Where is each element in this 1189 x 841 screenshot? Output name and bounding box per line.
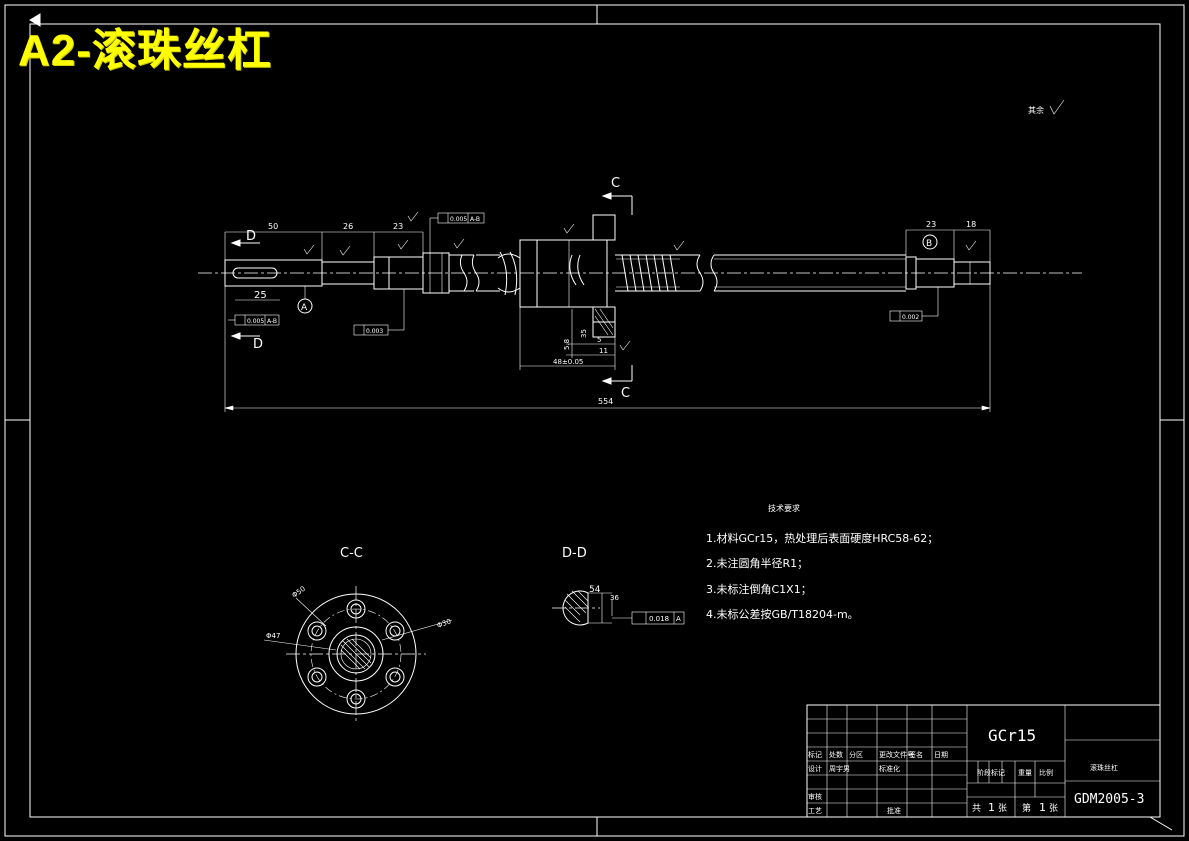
tb-drawing-no: GDM2005-3: [1074, 792, 1144, 807]
fcf-perp-right: 0.002: [889, 287, 939, 322]
title-block: GCr15 滚珠丝杠 GDM2005-3 标记 处数 分区 更改文件号 签名 日…: [806, 704, 1161, 818]
roughness-note: 其余: [1028, 105, 1044, 115]
svg-text:阶段标记: 阶段标记: [977, 768, 1005, 777]
svg-text:工艺: 工艺: [808, 807, 822, 815]
technical-requirements: 技术要求 1.材料GCr15，热处理后表面硬度HRC58-62； 2.未注圆角半…: [706, 503, 938, 621]
right-thread: [615, 254, 906, 292]
drawing-title-overlay: A2-滚珠丝杠: [18, 26, 272, 75]
svg-text:批准: 批准: [887, 806, 901, 815]
svg-text:日期: 日期: [934, 751, 948, 759]
main-shaft-view: 50 26 23 23 18 25 554 48±0.05 5.8 35 5: [198, 176, 1082, 412]
svg-text:1: 1: [988, 801, 995, 814]
tech-req-item-3: 3.未标注倒角C1X1；: [706, 582, 812, 596]
orientation-mark-bottom-right: [1149, 816, 1173, 831]
shaft-shoulder: [422, 252, 450, 294]
svg-text:设计: 设计: [808, 764, 822, 773]
svg-text:分区: 分区: [849, 750, 863, 759]
datum-bubble-a: A: [301, 303, 308, 313]
svg-text:审核: 审核: [808, 792, 822, 801]
fcf-perp-left: 0.003: [353, 289, 405, 336]
dim-23-right: 23: [926, 220, 936, 229]
svg-text:处数: 处数: [829, 750, 843, 759]
dim-11: 11: [599, 347, 608, 355]
dim-23-left: 23: [393, 222, 403, 231]
svg-text:张: 张: [998, 803, 1007, 814]
dim-25: 25: [254, 290, 267, 301]
roughness-marks: [303, 211, 977, 351]
dim-5: 5: [597, 336, 601, 344]
svg-text:签名: 签名: [909, 750, 923, 759]
cc-dim-phi47: Φ47: [266, 632, 280, 640]
tech-req-item-4: 4.未标公差按GB/T18204-m。: [706, 607, 859, 621]
svg-text:更改文件号: 更改文件号: [879, 750, 914, 759]
datum-bubble-b: B: [926, 239, 932, 249]
view-label-dd: D-D: [562, 546, 587, 561]
svg-text:张: 张: [1049, 803, 1058, 814]
svg-text:周宇男: 周宇男: [829, 764, 850, 773]
svg-text:A-B: A-B: [267, 318, 277, 325]
tb-material: GCr15: [988, 726, 1036, 745]
dd-dim-54: 54: [589, 585, 601, 595]
section-cc-view: Φ50 Φ47 Φ30: [263, 585, 452, 722]
dim-50: 50: [268, 222, 278, 231]
section-dd-view: 0.018 A: [552, 590, 685, 626]
svg-text:共: 共: [972, 803, 981, 814]
ball-nut: [519, 214, 616, 338]
svg-text:0.002: 0.002: [902, 314, 919, 321]
shaft-right-end: [953, 261, 991, 285]
svg-text:0.003: 0.003: [366, 328, 383, 335]
left-thread: [449, 251, 521, 296]
dim-35: 35: [580, 329, 588, 338]
roughness-symbol: [1049, 99, 1065, 115]
svg-text:0.018: 0.018: [649, 615, 669, 623]
bolt-holes: [307, 599, 405, 709]
section-d-bottom: D: [253, 337, 263, 352]
tech-req-heading: 技术要求: [768, 503, 800, 513]
svg-text:重量: 重量: [1018, 769, 1032, 777]
section-c-top: C: [611, 176, 620, 191]
dim-554: 554: [598, 397, 613, 406]
svg-text:标准化: 标准化: [879, 764, 900, 773]
orientation-mark-top-left: [29, 13, 41, 27]
svg-text:A-B: A-B: [470, 216, 480, 223]
dim-5-8: 5.8: [563, 339, 571, 350]
section-c-bottom: C: [621, 386, 630, 401]
fcf-runout-left: 0.005 A-B: [228, 314, 280, 326]
centering-marks: [5, 5, 1184, 836]
svg-text:0.005: 0.005: [450, 216, 467, 223]
tb-part-name: 滚珠丝杠: [1090, 763, 1118, 772]
tech-req-item-2: 2.未注圆角半径R1；: [706, 556, 808, 570]
svg-text:第: 第: [1022, 802, 1031, 814]
tech-req-item-1: 1.材料GCr15，热处理后表面硬度HRC58-62；: [706, 531, 938, 545]
cc-dim-phi30: Φ30: [436, 617, 452, 629]
svg-text:标记: 标记: [808, 750, 822, 759]
keyway-slot: [232, 267, 278, 279]
svg-text:1: 1: [1039, 801, 1046, 814]
dim-26: 26: [343, 222, 353, 231]
svg-text:比例: 比例: [1039, 768, 1053, 777]
svg-text:A: A: [676, 615, 681, 623]
view-label-cc: C-C: [340, 546, 363, 561]
dd-dim-36: 36: [610, 594, 619, 602]
fcf-runout-top: 0.005 A-B: [429, 212, 485, 253]
top-dimension-lines: [224, 229, 991, 262]
svg-text:0.005: 0.005: [247, 318, 264, 325]
dim-18: 18: [966, 220, 976, 229]
dim-48: 48±0.05: [553, 358, 583, 366]
inner-frame: [29, 23, 1161, 818]
cc-dim-phi50: Φ50: [291, 585, 307, 600]
outer-frame: [4, 4, 1185, 837]
section-d-top: D: [246, 229, 256, 244]
